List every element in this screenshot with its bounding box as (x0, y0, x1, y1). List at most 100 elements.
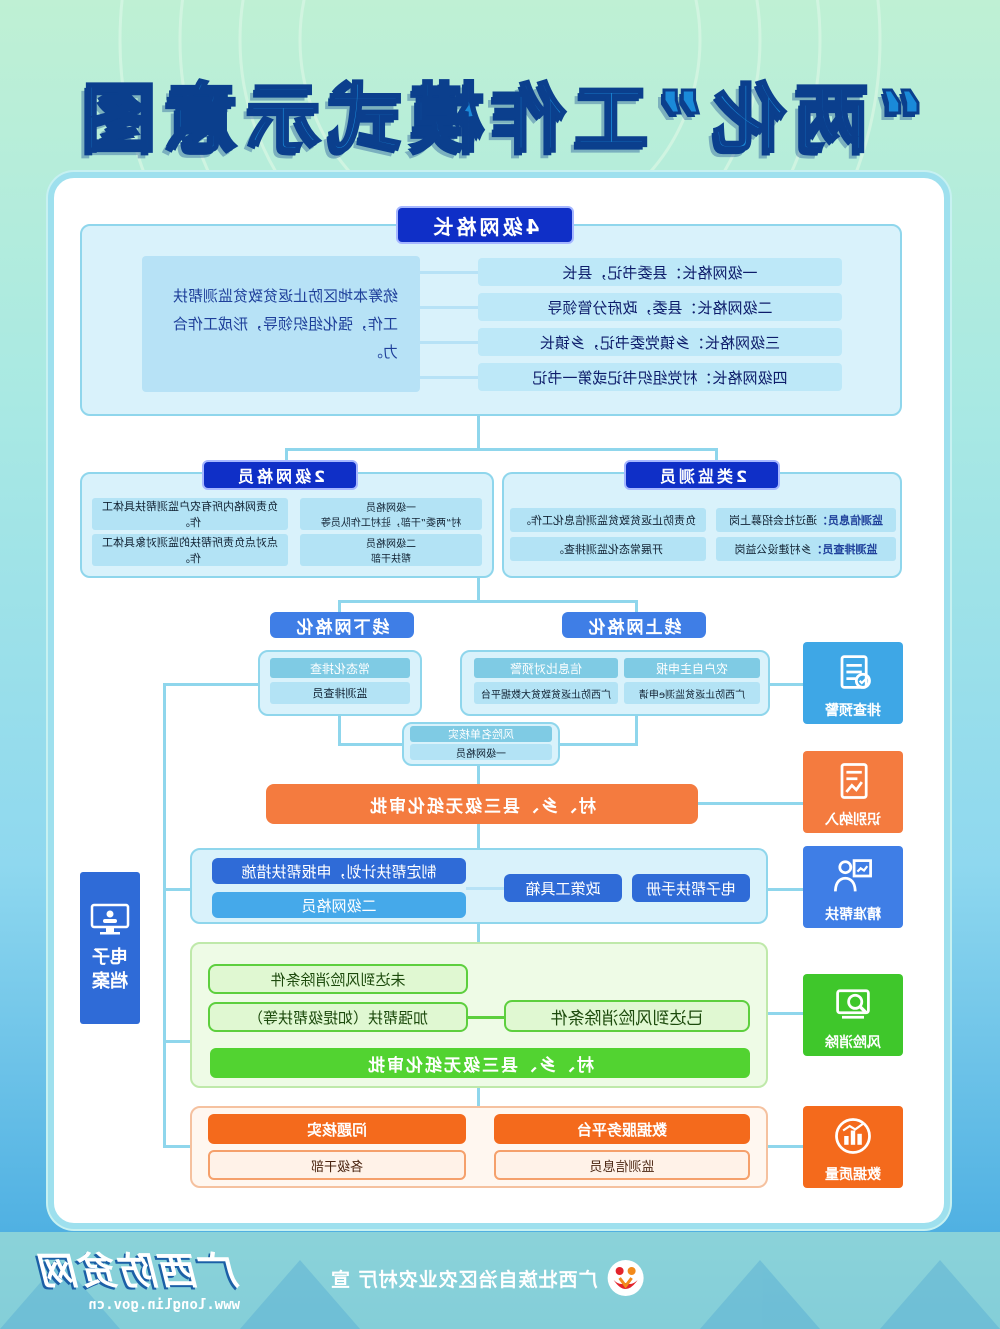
connector-line (338, 743, 408, 746)
approval-bar-eliminate: 村、乡、县三级无纸化审批 (210, 1048, 750, 1078)
eliminate-strengthen: 加强帮扶（如提级帮扶等） (208, 1002, 468, 1032)
grid-leader-level-1: 一级网格长：县委书记，县长 (478, 258, 842, 286)
connector-line (163, 683, 166, 1145)
side-stage-2: 识别纳入 (803, 751, 903, 833)
connector-line (338, 600, 341, 614)
connector-line (477, 414, 480, 450)
connector-line (420, 306, 478, 309)
grid-member-desc-2: 点对点负责所帮扶的监测对象具体工作。 (92, 534, 288, 566)
connector-line (560, 743, 638, 746)
grid-member-label-2: 二级网格员 帮扶干部 (300, 534, 482, 566)
connector-line (420, 376, 478, 379)
quality-issue-check: 问题核实 (208, 1114, 466, 1144)
risk-verify-value: 一级网格员 (410, 744, 552, 760)
monitor-label-1-key: 监测信息员： (817, 514, 883, 527)
assist-e-manual: 电子帮扶手册 (632, 874, 750, 902)
eliminate-reached: 已达到风险消除条件 (504, 1000, 750, 1032)
monitor-label-1: 监测信息员：通过社会招募上岗 (716, 508, 896, 532)
monitor-label-1-value: 通过社会招募上岗 (729, 514, 817, 527)
monitor-header: 2类监测员 (624, 460, 780, 490)
online-grid-cell-2-header: 信息比对预警 (474, 658, 618, 678)
connector-line (768, 1145, 803, 1148)
connector-line (768, 888, 803, 891)
connector-line (477, 578, 480, 602)
monitor-label-2-value: 乡村建设公益岗 (734, 543, 812, 556)
quality-data-platform-sub: 监测信息员 (494, 1150, 750, 1180)
grid-member-label-2-title: 二级网格员 (366, 539, 416, 550)
connector-line (635, 715, 638, 745)
grid-leader-description-box: 统筹本地区防止返贫致贫监测帮扶工作，强化组织领导，形成工作合力。 (142, 256, 420, 392)
monitor-label-2: 监测排查员：乡村建设公益岗 (716, 537, 896, 561)
connector-line (163, 683, 259, 686)
connector-line (468, 1016, 504, 1019)
monitor-desc-1: 负责防止返贫致贫监测信息化工作。 (510, 508, 706, 532)
connector-line (163, 1040, 191, 1043)
grid-leader-level-4: 四级网格长：村党组织书记或第一书记 (478, 363, 842, 391)
connector-line (420, 271, 478, 274)
connector-line (768, 1012, 803, 1015)
monitor-label-2-key: 监测排查员： (811, 543, 878, 556)
online-grid-header: 线上网格化 (562, 612, 706, 638)
offline-grid-cell-value: 监测排查员 (270, 682, 410, 704)
side-stage-4: 风险消除 (803, 974, 903, 1056)
side-stage-1: 排查预警 (803, 642, 903, 724)
presenter-icon (834, 859, 872, 892)
footer-url: www.longlin.gov.cn (88, 1297, 240, 1313)
monitor-icon (90, 903, 130, 935)
online-grid-cell-1-value: 广西防止返贫监测e申请 (624, 682, 760, 704)
online-grid-cell-2-value: 广西防止返贫致贫大数据平台 (474, 682, 618, 704)
approval-bar-identify: 村、乡、县三级无纸化审批 (266, 784, 698, 824)
connector-line (285, 448, 717, 451)
connector-line (477, 923, 480, 943)
connector-line (697, 802, 803, 805)
connector-line (163, 1145, 191, 1148)
footer-logo-text: 广西防贫网 (39, 1248, 240, 1293)
side-stage-label: 数据质量 (825, 1167, 881, 1183)
assist-policy-toolbox: 政策工具箱 (504, 874, 622, 902)
grid-leader-level-2: 二级网格长：县委，政府分管领导 (478, 293, 842, 321)
grid-leader-level-3: 三级网格长：乡镇党委书记，乡镇长 (478, 328, 842, 356)
offline-grid-cell-header: 常态化排查 (270, 658, 410, 678)
connector-line (477, 823, 480, 849)
grid-leader-description: 统筹本地区防止返贫致贫监测帮扶工作，强化组织领导，形成工作合力。 (172, 287, 398, 361)
footer-org: 广西壮族自治区农业农村厅 宣 (330, 1256, 690, 1300)
footer-org-text: 广西壮族自治区农业农村厅 宣 (330, 1268, 598, 1291)
connector-line (477, 766, 480, 786)
monitor-desc-2: 开展常态化监测排查。 (510, 537, 706, 561)
side-stage-3: 精准帮扶 (803, 846, 903, 928)
chart-icon (835, 1118, 871, 1154)
connector-line (477, 1086, 480, 1108)
grid-member-label-1: 一级网格员 村“两委”干部，驻村工作队员等 (300, 498, 482, 530)
quality-data-platform: 数据服务平台 (494, 1114, 750, 1144)
side-stage-label: 风险消除 (825, 1035, 881, 1051)
document-icon (840, 763, 868, 799)
connector-line (420, 341, 478, 344)
side-stage-label: 识别纳入 (825, 812, 881, 828)
grid-member-label-2-detail: 帮扶干部 (371, 554, 411, 565)
grid-member-label-1-detail: 村“两委”干部，驻村工作队员等 (320, 518, 462, 529)
assist-plan: 制定帮扶计划，申报帮扶措施 (212, 858, 466, 884)
quality-issue-check-sub: 各级干部 (208, 1150, 466, 1180)
grid-leader-header: 4级网格长 (396, 206, 574, 244)
side-stage-5: 数据质量 (803, 1106, 903, 1188)
e-archive-label: 电子档案 (92, 947, 128, 992)
risk-verify-header: 风险名单核实 (410, 726, 552, 742)
side-stage-label: 排查预警 (825, 703, 881, 719)
side-stage-label: 精准帮扶 (825, 907, 881, 923)
connector-line (163, 888, 191, 891)
grid-member-desc-1: 负责网格内所有农户监测帮扶具体工作。 (92, 498, 288, 530)
grid-member-header: 2级网格员 (202, 460, 358, 490)
page-title: “两化”工作模式示意图 (73, 74, 927, 163)
org-logo-icon (607, 1260, 644, 1296)
online-grid-cell-1-header: 农户自主申报 (624, 658, 760, 678)
connector-line (338, 600, 638, 603)
grid-member-label-1-title: 一级网格员 (366, 503, 416, 514)
assist-grid-member: 二级网格员 (212, 892, 466, 918)
magnifier-icon (836, 989, 870, 1019)
offline-grid-header: 线下网格化 (270, 612, 414, 638)
connector-line (635, 600, 638, 614)
connector-line (338, 715, 341, 745)
checklist-icon (840, 655, 871, 689)
footer-logo: 广西防贫网 www.longlin.gov.cn (20, 1240, 240, 1320)
connector-line (466, 887, 504, 890)
